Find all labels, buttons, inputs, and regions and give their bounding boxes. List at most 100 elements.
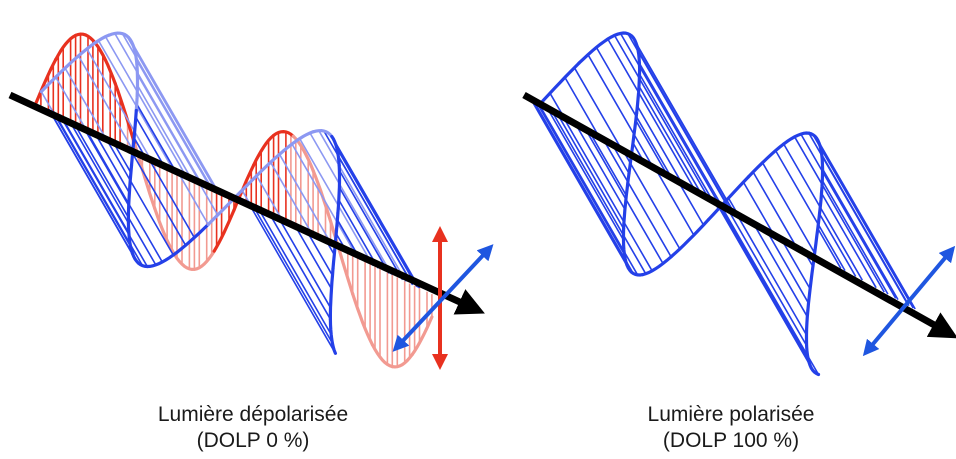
blue-wave-hatch-line xyxy=(133,47,217,191)
blue-wave-hatching xyxy=(40,33,421,354)
blue-wave-hatch-line xyxy=(255,175,285,223)
blue-wave-hatch-line xyxy=(595,47,671,176)
blue-wave-outline xyxy=(171,222,210,257)
blue-wave-outline xyxy=(311,128,334,139)
blue-wave-outline xyxy=(134,62,140,113)
red-wave-outline xyxy=(351,292,375,347)
blue-wave-hatch-line xyxy=(52,111,144,266)
blue-wave-hatch-line xyxy=(774,150,846,272)
blue-wave-hatch-line xyxy=(564,77,600,137)
blue-wave-outline xyxy=(807,131,823,152)
blue-wave-hatch-line xyxy=(638,73,712,198)
blue-wave-outline xyxy=(328,317,337,355)
blue-wave-hatch-line xyxy=(67,118,130,224)
blue-wave-outline xyxy=(621,227,629,267)
caption-polarized: Lumière polarisée (DOLP 100 %) xyxy=(566,402,896,454)
diagonal-blue-arrow-icon xyxy=(862,245,956,357)
blue-wave-outline xyxy=(635,61,642,115)
blue-wave-hatch-line xyxy=(637,49,730,208)
unpolarized-light-panel xyxy=(8,31,494,370)
propagation-axis xyxy=(522,91,956,339)
blue-wave-outline xyxy=(813,191,824,253)
blue-wave-hatch-line xyxy=(147,156,195,238)
red-wave-hatching xyxy=(40,34,433,367)
blue-wave-hatch-line xyxy=(254,208,334,344)
propagation-axis xyxy=(8,91,485,315)
blue-wave-hatch-line xyxy=(296,228,333,290)
blue-wave-hatch-line xyxy=(81,125,130,206)
blue-wave-hatch-line xyxy=(635,120,667,174)
blue-wave-hatch-line xyxy=(718,201,820,375)
blue-wave-hatch-line xyxy=(64,67,105,137)
red-wave-outline xyxy=(252,133,276,167)
blue-wave-hatch-line xyxy=(636,105,682,182)
blue-wave-hatch-line xyxy=(338,170,404,281)
blue-wave-outline xyxy=(630,34,641,65)
blue-wave-hatch-line xyxy=(71,120,157,266)
blue-wave-hatch-line xyxy=(530,98,629,269)
red-wave-outline xyxy=(54,33,78,61)
blue-wave-hatch-line xyxy=(587,54,653,166)
blue-wave-hatch-line xyxy=(338,199,379,269)
blue-wave-hatch-line xyxy=(556,112,625,229)
blue-wave-hatch-line xyxy=(104,135,174,256)
blue-wave-hatch-line xyxy=(308,234,334,276)
blue-wave xyxy=(39,31,421,355)
blue-wave-hatch-line xyxy=(58,113,148,267)
blue-wave-outline xyxy=(206,183,249,227)
blue-wave-outline xyxy=(331,211,340,271)
blue-wave-hatch-line xyxy=(279,220,332,309)
caption-unpolarized: Lumière dépolarisée (DOLP 0 %) xyxy=(88,402,418,454)
blue-wave-outline xyxy=(669,218,710,259)
blue-wave-outline xyxy=(706,175,750,222)
blue-wave-outline xyxy=(282,130,315,153)
blue-wave-hatch-line xyxy=(550,109,647,275)
diagonal-blue-arrow-icon xyxy=(392,244,494,352)
polarized-light-panel xyxy=(522,31,956,377)
blue-wave-hatch-line xyxy=(55,76,85,127)
blue-wave-hatch-line xyxy=(532,99,634,274)
blue-wave-hatch-line xyxy=(86,48,151,159)
blue-wave-hatch-line xyxy=(602,137,672,258)
blue-wave-hatch-line xyxy=(638,62,721,203)
blue-wave-hatch-line xyxy=(783,143,863,281)
blue-wave-hatch-line xyxy=(752,171,795,244)
blue-wave-outline xyxy=(609,31,634,39)
blue-wave-hatch-line xyxy=(761,162,817,255)
red-wave-outline xyxy=(153,207,177,257)
blue-wave-hatch-line xyxy=(573,67,622,149)
blue-wave-outline xyxy=(245,149,286,187)
blue-wave-outline xyxy=(627,111,639,175)
blue-wave-hatch-line xyxy=(535,101,626,255)
blue-wave-hatch-line xyxy=(135,116,164,165)
blue-wave-hatch-line xyxy=(727,197,737,212)
red-wave-outline xyxy=(370,343,394,369)
blue-wave-hatch-line xyxy=(269,161,315,238)
red-wave-outline xyxy=(192,249,216,271)
blue-wave-hatch-line xyxy=(584,128,664,264)
blue-wave-hatch-line xyxy=(40,91,54,112)
blue-wave-hatch-line xyxy=(92,130,131,194)
caption-title: Lumière polarisée xyxy=(647,403,815,426)
blue-wave-hatch-line xyxy=(763,226,810,304)
blue-wave-hatch-line xyxy=(714,199,816,373)
blue-wave-hatch-line xyxy=(613,34,708,196)
blue-wave-hatch-line xyxy=(104,36,187,176)
blue-wave-hatch-line xyxy=(621,148,681,250)
blue-wave-outline xyxy=(625,263,645,277)
blue-wave-outline xyxy=(126,35,139,66)
blue-wave-outline xyxy=(76,33,111,58)
blue-wave-hatch-line xyxy=(638,85,701,192)
blue-wave-outline xyxy=(330,134,341,167)
blue-wave-outline xyxy=(129,108,138,168)
red-wave-outline xyxy=(93,41,117,86)
blue-wave-hatch-line xyxy=(742,181,772,231)
blue-wave-outline xyxy=(107,31,131,39)
blue-wave-outline xyxy=(328,267,335,321)
blue-wave-hatch-line xyxy=(318,130,407,282)
blue-wave-hatch-line xyxy=(619,33,718,202)
blue-wave-outline xyxy=(746,142,786,179)
blue-wave-hatch-line xyxy=(176,170,209,225)
blue-wave-outline xyxy=(336,163,342,215)
